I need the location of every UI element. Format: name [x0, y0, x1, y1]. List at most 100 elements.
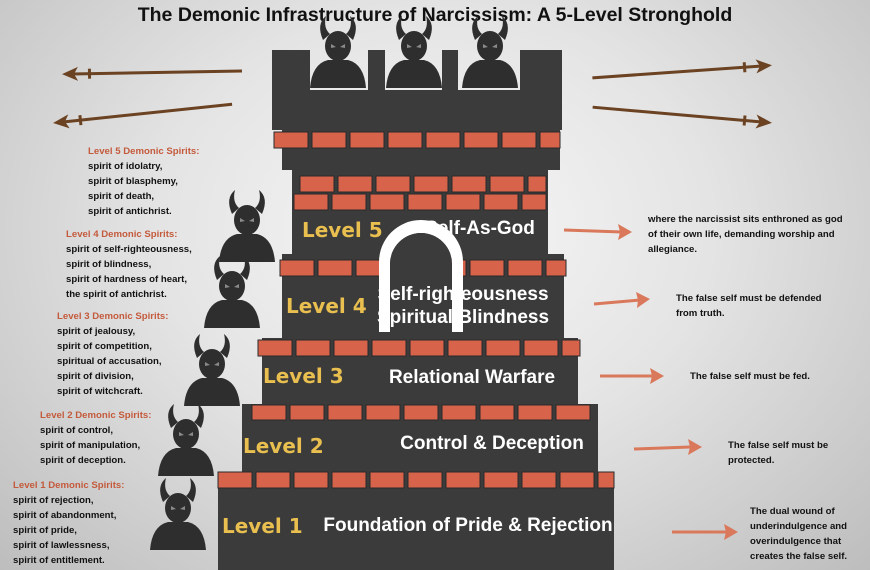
brick [337, 175, 373, 193]
arrow-icon [672, 524, 738, 540]
brick [369, 193, 405, 211]
brick [407, 193, 443, 211]
brick [403, 404, 439, 421]
brick [365, 404, 401, 421]
brick [539, 131, 561, 149]
demon-icon [386, 16, 442, 88]
spirit-item: spirit of witchcraft. [57, 386, 143, 397]
brick [293, 193, 329, 211]
brick [447, 339, 483, 357]
brick [375, 175, 411, 193]
brick [257, 339, 293, 357]
archway [379, 220, 463, 332]
brick [251, 404, 287, 421]
brick [289, 404, 325, 421]
brick [273, 131, 309, 149]
spirits-heading: Level 4 Demonic Spirits: [66, 229, 178, 240]
spirits-heading: Level 5 Demonic Spirits: [88, 146, 200, 157]
brick-courses [217, 131, 615, 489]
level-2-spirits: Level 2 Demonic Spirits: spirit of contr… [40, 408, 151, 468]
demon-icon [310, 16, 366, 88]
spirit-item: spirit of antichrist. [88, 206, 172, 217]
spirit-item: spirit of pride, [13, 525, 77, 536]
brick [299, 175, 335, 193]
level-2-description: The false self must be protected. [728, 440, 829, 466]
brick [255, 471, 291, 489]
brick [521, 471, 557, 489]
demon-icon [184, 334, 240, 406]
brick [349, 131, 385, 149]
arrow-icon [633, 439, 702, 455]
brick [469, 259, 505, 277]
brick [507, 259, 543, 277]
level-3-spirits: Level 3 Demonic Spirits: spirit of jealo… [57, 309, 168, 399]
brick [387, 131, 423, 149]
demon-icon [150, 478, 206, 550]
spear-icon [50, 95, 235, 132]
brick [407, 471, 443, 489]
level-1-description: The dual wound of underindulgence and ov… [750, 506, 848, 562]
level-5-label: Level 5 [302, 218, 383, 242]
spirit-item: the spirit of antichrist. [66, 289, 167, 300]
pointer-arrows [563, 224, 738, 540]
brick [413, 175, 449, 193]
brick [561, 339, 581, 357]
brick [327, 404, 363, 421]
brick [425, 131, 461, 149]
spirit-item: spirit of deception. [40, 455, 126, 466]
brick [311, 131, 347, 149]
arrow-icon [563, 224, 632, 240]
brick [331, 471, 367, 489]
brick [369, 471, 405, 489]
brick [521, 193, 547, 211]
spirit-item: spirit of self-righteousness, [66, 244, 192, 255]
level-5-name: Self-As-God [425, 218, 535, 239]
brick [279, 259, 315, 277]
brick [483, 471, 519, 489]
diagram-title: The Demonic Infrastructure of Narcissism… [137, 4, 733, 26]
spear-icon [60, 62, 244, 83]
brick [295, 339, 331, 357]
spirit-item: spirit of blasphemy, [88, 176, 178, 187]
level-4-name-line1: Self-righteousness [377, 284, 549, 305]
demon-icon [219, 190, 275, 262]
brick [331, 193, 367, 211]
spirit-item: spiritual of accusation, [57, 356, 162, 367]
level-1-label: Level 1 [222, 514, 303, 538]
spirit-item: spirit of hardness of heart, [66, 274, 188, 285]
brick [463, 131, 499, 149]
spirits-heading: Level 3 Demonic Spirits: [57, 311, 169, 322]
spirit-item: spirit of entitlement. [13, 555, 105, 566]
brick [371, 339, 407, 357]
level-4-spirits: Level 4 Demonic Spirits: spirit of self-… [66, 227, 192, 302]
brick [597, 471, 615, 489]
brick [409, 339, 445, 357]
spirit-item: spirit of rejection, [13, 495, 94, 506]
level-5-spirits: Level 5 Demonic Spirits: spirit of idola… [88, 144, 199, 219]
brick [483, 193, 519, 211]
level-2-name: Control & Deception [400, 433, 584, 454]
brick [445, 471, 481, 489]
brick [445, 193, 481, 211]
spear-icon [590, 98, 775, 132]
spirits-heading: Level 2 Demonic Spirits: [40, 410, 152, 421]
arrow-icon [593, 292, 650, 308]
level-2-label: Level 2 [243, 434, 324, 458]
brick [559, 471, 595, 489]
brick [479, 404, 515, 421]
brick [489, 175, 525, 193]
brick [217, 471, 253, 489]
spirit-item: spirit of division, [57, 371, 134, 382]
level-1-spirits: Level 1 Demonic Spirits: spirit of rejec… [13, 478, 124, 568]
demon-icon [158, 404, 214, 476]
level-1-name: Foundation of Pride & Rejection [323, 515, 613, 536]
spirit-item: spirit of control, [40, 425, 114, 436]
level-4-label: Level 4 [286, 294, 367, 318]
spirit-item: spirit of manipulation, [40, 440, 141, 451]
level-3-name: Relational Warfare [388, 367, 556, 388]
brick [555, 404, 591, 421]
spirit-item: spirit of competition, [57, 341, 152, 352]
brick [333, 339, 369, 357]
brick [523, 339, 559, 357]
